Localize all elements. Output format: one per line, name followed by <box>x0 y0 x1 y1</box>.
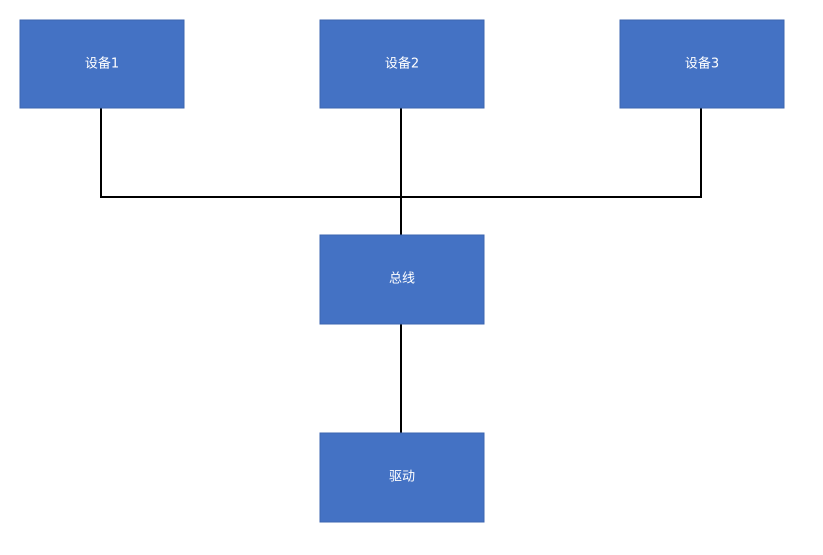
node-device3-label: 设备3 <box>685 56 719 72</box>
connector-device3-bus <box>401 108 702 198</box>
node-device1-label: 设备1 <box>85 56 119 72</box>
node-device2: 设备2 <box>319 19 485 109</box>
node-bus: 总线 <box>319 234 485 325</box>
node-device2-label: 设备2 <box>385 56 419 72</box>
node-bus-label: 总线 <box>389 272 415 287</box>
node-driver: 驱动 <box>319 432 485 523</box>
node-device1: 设备1 <box>19 19 185 109</box>
node-device3: 设备3 <box>619 19 785 109</box>
connector-device1-bus <box>100 108 402 235</box>
node-driver-label: 驱动 <box>389 470 415 485</box>
